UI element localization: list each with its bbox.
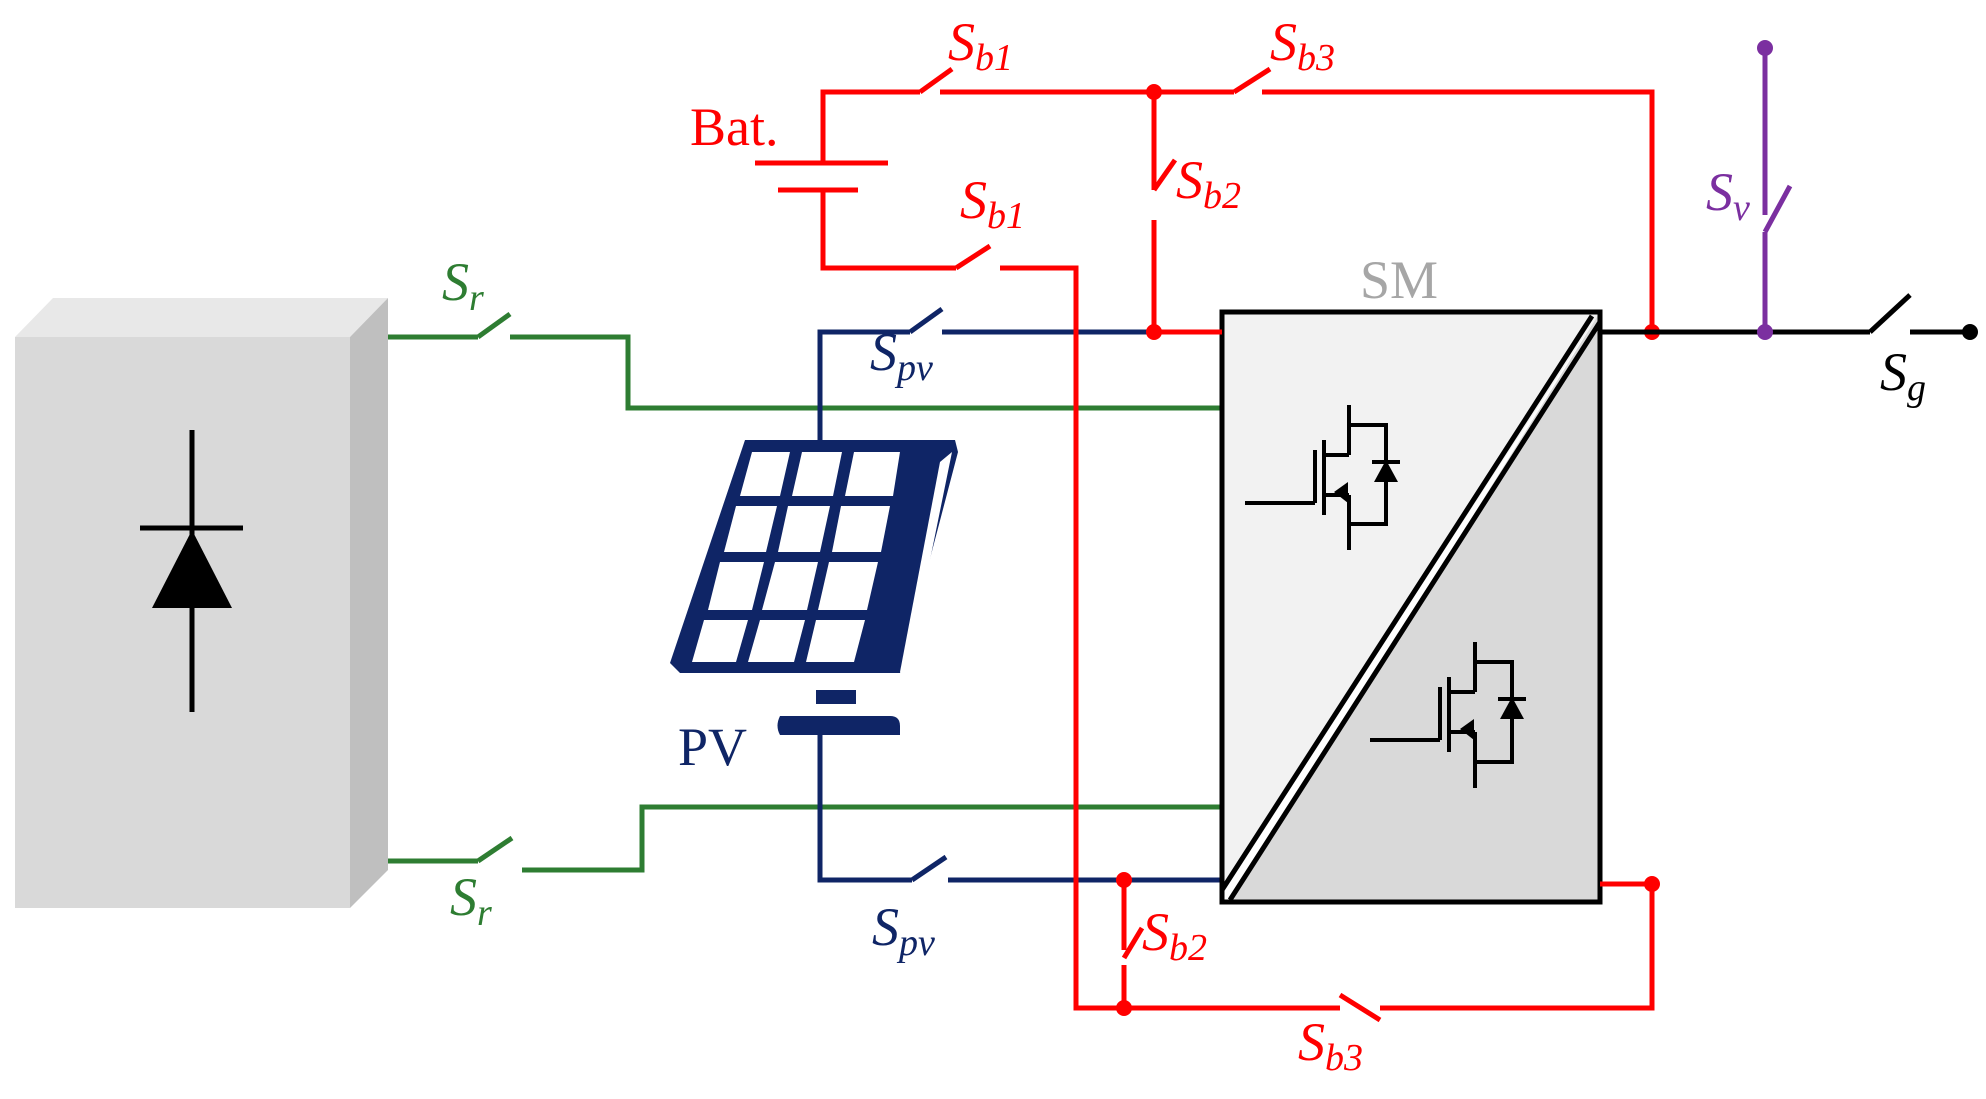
sv-label: Sv — [1706, 162, 1750, 229]
sb2-top-switch — [1151, 158, 1178, 192]
rectifier-wiring — [388, 311, 1222, 873]
sb3-top-label: Sb3 — [1270, 12, 1335, 79]
sb1-bottom-label: Sb1 — [960, 170, 1025, 237]
sb1-top-label: Sb1 — [948, 12, 1013, 79]
rectifier-block — [15, 298, 388, 908]
rectifier-box-side — [350, 298, 388, 908]
sr-bottom-label: Sr — [450, 867, 492, 934]
sv-wiring — [1757, 40, 1793, 340]
igbt-upper-icon — [1245, 405, 1400, 550]
battery-label: Bat. — [690, 97, 779, 157]
sb2-bottom-label: Sb2 — [1142, 902, 1207, 969]
solar-panel-icon — [670, 440, 958, 735]
sv-switch — [1762, 184, 1793, 234]
rectifier-box-front — [15, 337, 350, 908]
sb3-bottom-switch — [1338, 992, 1382, 1023]
sb3-bottom-label: Sb3 — [1298, 1012, 1363, 1079]
sr-top-label: Sr — [442, 252, 484, 319]
diode-icon — [140, 430, 243, 712]
sr-bottom-switch — [476, 835, 514, 864]
rectifier-box-top — [15, 298, 388, 337]
spv-bottom-switch — [910, 854, 948, 883]
sg-label: Sg — [1880, 342, 1926, 409]
submodule-block — [1219, 309, 1603, 905]
grid-wiring — [1600, 293, 1978, 340]
spv-top-label: Spv — [870, 322, 933, 389]
sr-top-switch — [476, 311, 512, 340]
sb2-top-label: Sb2 — [1176, 150, 1241, 217]
sb1-top-switch — [918, 66, 954, 95]
battery-wiring — [755, 66, 1660, 1023]
pv-label: PV — [678, 717, 747, 777]
battery-icon — [755, 160, 888, 193]
spv-bottom-label: Spv — [872, 897, 935, 964]
igbt-lower-icon — [1370, 642, 1526, 788]
spv-top-switch — [908, 306, 944, 335]
sg-switch — [1868, 293, 1912, 334]
sb2-bottom-switch — [1121, 926, 1145, 960]
sb1-bottom-switch — [954, 243, 992, 271]
sb3-top-switch — [1232, 66, 1272, 95]
sm-label: SM — [1360, 250, 1438, 310]
